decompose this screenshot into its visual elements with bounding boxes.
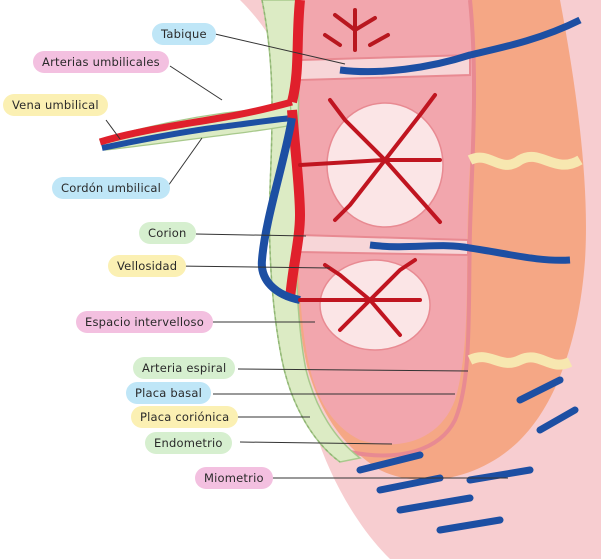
label-corion: Corion [139,222,196,244]
label-arterias-umbilicales: Arterias umbilicales [33,51,169,73]
leader-arterias-umbilicales [170,66,222,100]
label-endometrio: Endometrio [145,432,232,454]
label-placa-corionica: Placa coriónica [131,406,238,428]
label-miometrio: Miometrio [195,467,273,489]
label-cordon-umbilical: Cordón umbilical [52,177,170,199]
label-arteria-espiral: Arteria espiral [133,357,235,379]
leader-cordon-umbilical [168,138,202,186]
label-tabique: Tabique [152,23,216,45]
label-vena-umbilical: Vena umbilical [3,94,108,116]
label-espacio-intervelloso: Espacio intervelloso [76,311,213,333]
label-placa-basal: Placa basal [126,382,211,404]
label-vellosidad: Vellosidad [108,255,186,277]
